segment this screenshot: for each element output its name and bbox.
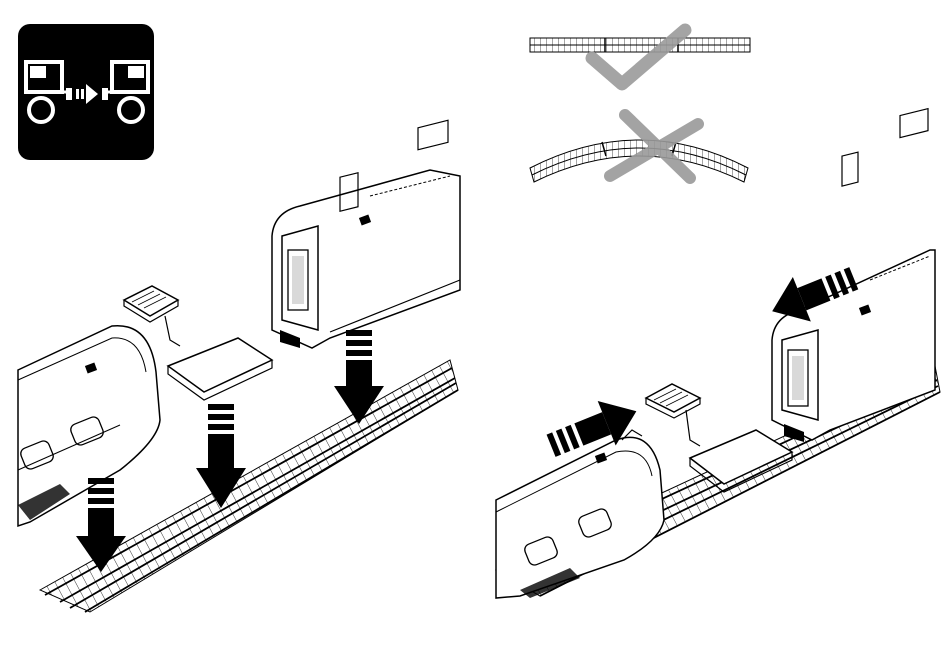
coach-left-b bbox=[272, 120, 460, 348]
coupling-icon bbox=[18, 24, 154, 160]
coach-right-b bbox=[772, 109, 935, 442]
coach-left-a bbox=[18, 326, 160, 526]
coach-right-a bbox=[496, 430, 664, 598]
straight-track bbox=[530, 38, 750, 52]
